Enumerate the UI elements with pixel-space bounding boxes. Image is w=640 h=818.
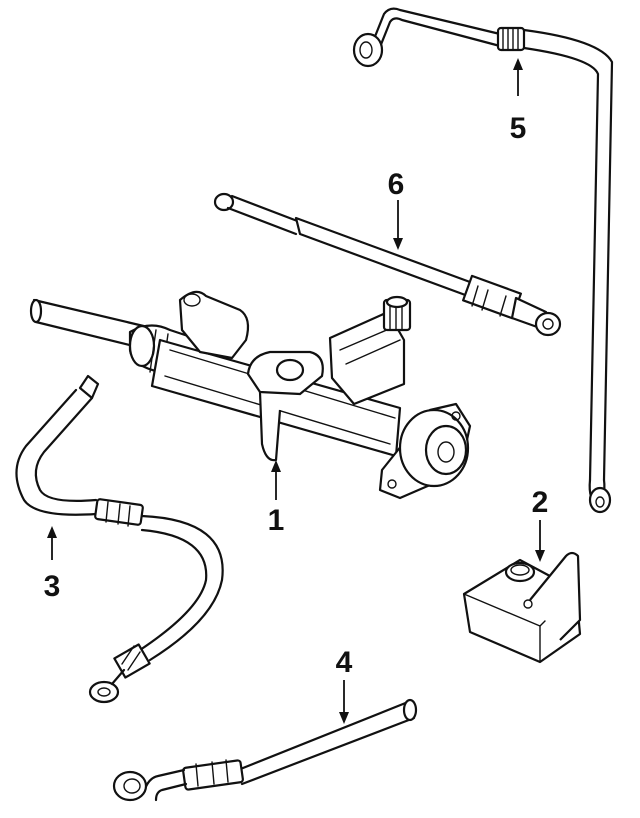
part-6-cooler-line[interactable] (213, 192, 562, 337)
callout-3: 3 (44, 570, 61, 603)
callout-5: 5 (510, 112, 527, 145)
part-2-reservoir[interactable] (462, 551, 582, 664)
callout-arrows (47, 58, 545, 724)
part-1-steering-gear[interactable] (29, 290, 472, 500)
callout-6: 6 (388, 168, 405, 201)
part-4-return-hose[interactable] (112, 698, 418, 802)
callout-2: 2 (532, 486, 549, 519)
callout-4: 4 (336, 646, 353, 679)
part-3-pressure-hose[interactable] (15, 374, 224, 704)
part-5-reservoir-hose[interactable] (352, 7, 614, 514)
callout-1: 1 (268, 504, 285, 537)
